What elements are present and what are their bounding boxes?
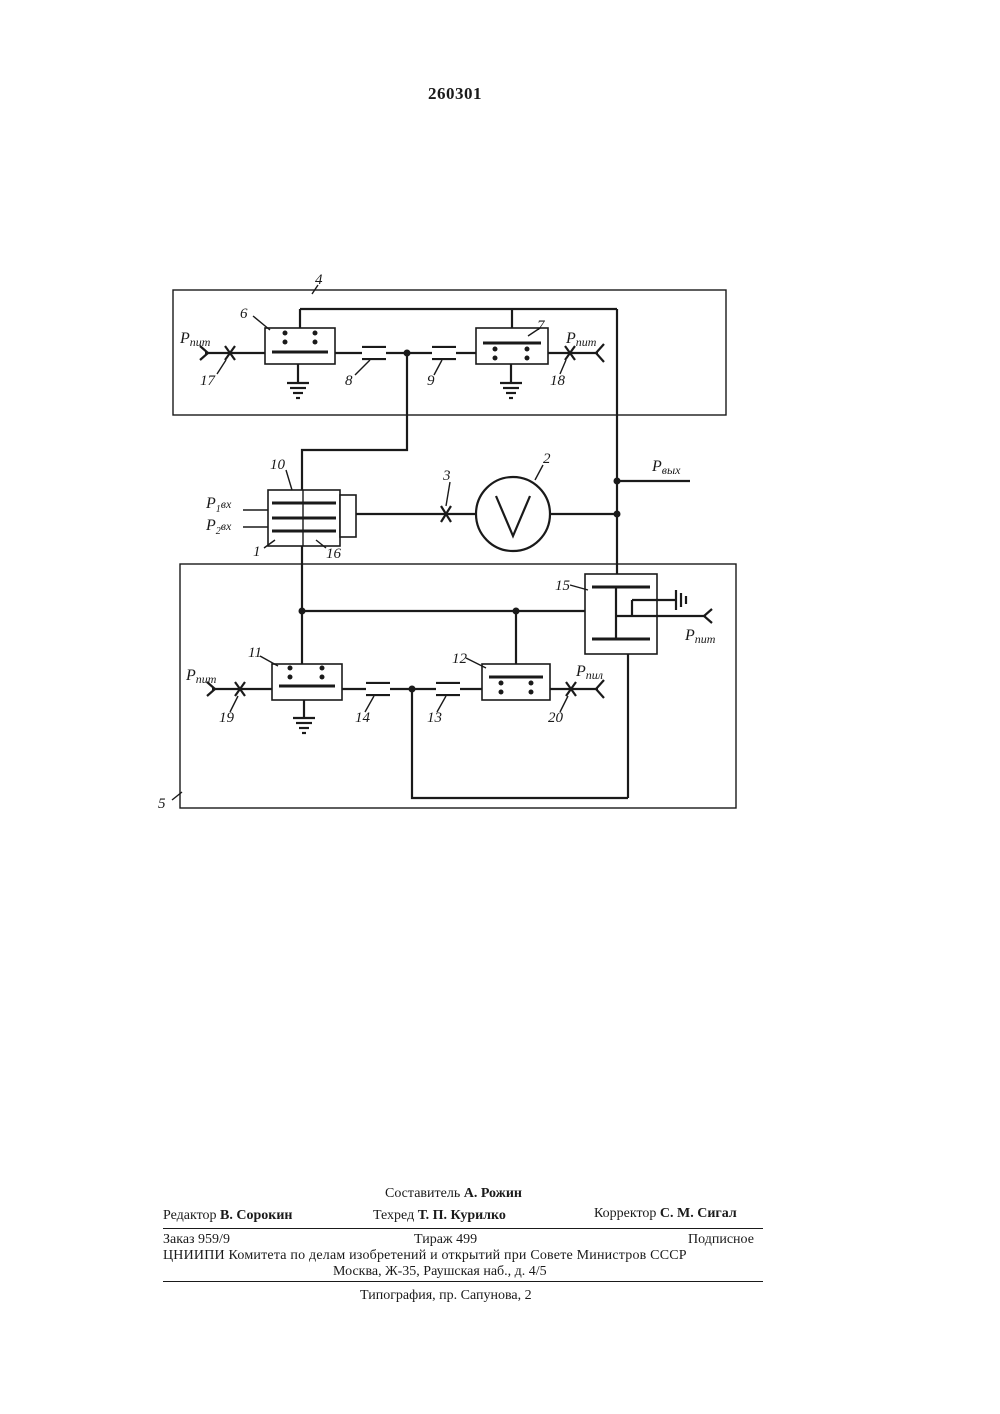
generator-symbol [496,496,530,536]
order: Заказ 959/9 [163,1232,230,1248]
input-arrow [704,609,712,623]
leader-line [560,360,566,374]
leader-line [434,360,442,375]
leader-line [535,465,543,480]
label-11: 11 [248,645,262,661]
editor-line: Редактор В. Сорокин [163,1208,292,1224]
label-6: 6 [240,306,248,322]
leader-line [217,360,226,374]
dot [313,331,318,336]
wire [412,689,628,798]
label-8: 8 [345,373,353,389]
address: Москва, Ж-35, Раушская наб., д. 4/5 [333,1264,547,1280]
label-4: 4 [315,272,323,288]
label-12: 12 [452,651,468,667]
dot [493,356,498,361]
dot [288,666,293,671]
divider [163,1281,763,1282]
corrector-line: Корректор С. М. Сигал [594,1206,737,1222]
label-10: 10 [270,457,286,473]
label-16: 16 [326,546,342,562]
leader-line [253,316,270,330]
signal-p-out: Pвых [651,458,681,477]
dot [288,675,293,680]
signal-p-pit-17: Pпит [179,330,211,349]
signal-p1-in: P1вх [205,495,232,515]
junction [614,511,621,518]
dot [499,690,504,695]
leader-line [355,360,370,375]
signal-p-pit-18: Pпит [565,330,597,349]
capacitor-13-gap [436,684,460,694]
dot [283,331,288,336]
label-3: 3 [442,468,451,484]
capacitor-8-gap [362,348,386,358]
techred-line: Техред Т. П. Курилко [373,1208,506,1224]
signal-p-pit-19: Pпит [185,667,217,686]
label-13: 13 [427,710,442,726]
divider [163,1228,763,1229]
capacitor-14-gap [366,684,390,694]
element-16 [340,495,356,537]
signal-p2-in: P2вх [205,517,232,537]
dot [313,340,318,345]
label-2: 2 [543,451,551,467]
element-6 [265,328,335,364]
label-19: 19 [219,710,235,726]
subscription: Подписное [688,1232,754,1248]
dot [320,675,325,680]
capacitor-9-gap [432,348,456,358]
dot [493,347,498,352]
institute: ЦНИИПИ Комитета по делам изобретений и о… [163,1248,687,1264]
composer-line: Составитель А. Рожин [385,1186,522,1202]
element-12 [482,664,550,700]
label-5: 5 [158,796,166,812]
label-9: 9 [427,373,435,389]
junction [299,608,306,615]
label-18: 18 [550,373,566,389]
leader-line [446,482,450,506]
dot [529,681,534,686]
label-15: 15 [555,578,571,594]
leader-line [466,658,486,668]
generator-2 [476,477,550,551]
dot [320,666,325,671]
input-arrow [596,344,604,362]
element-11 [272,664,342,700]
circulation: Тираж 499 [414,1232,477,1248]
dot [525,347,530,352]
label-14: 14 [355,710,371,726]
leader-line [286,470,292,490]
dot [529,690,534,695]
leader-line [260,656,278,666]
label-17: 17 [200,373,217,389]
dot [525,356,530,361]
label-1: 1 [253,544,261,560]
signal-p-pit-15: Pпит [684,627,716,646]
wire [302,353,407,490]
dot [283,340,288,345]
label-20: 20 [548,710,564,726]
signal-p-pil-20: Pпил [575,663,603,682]
dot [499,681,504,686]
input-arrow [596,680,604,698]
printing-house: Типография, пр. Сапунова, 2 [360,1288,532,1304]
